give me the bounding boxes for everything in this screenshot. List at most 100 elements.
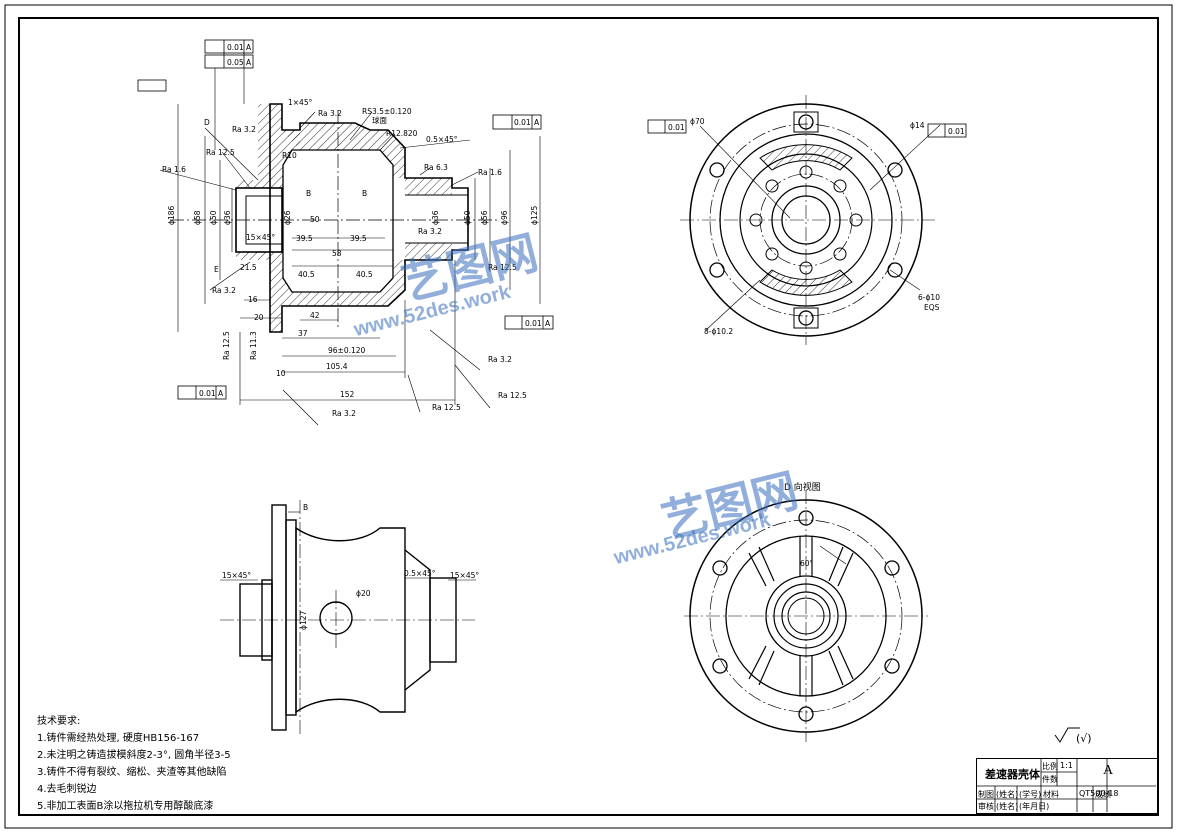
- dim-l42: 42: [310, 311, 320, 320]
- tol-a1: A: [246, 43, 252, 52]
- dim-eqs: EQS: [924, 303, 940, 312]
- dim-d56: ϕ56: [480, 210, 489, 225]
- scale-value: 1:1: [1060, 761, 1073, 770]
- ra32a: Ra 3.2: [232, 125, 256, 134]
- dim-l152: 152: [340, 390, 355, 399]
- ra32f: Ra 3.2: [332, 409, 356, 418]
- label-b2: B: [362, 189, 367, 198]
- part-name: 差速器壳体: [985, 768, 1040, 781]
- tech-item-2: 2.未注明之铸造拔模斜度2-3°, 圆角半径3-5: [37, 750, 231, 761]
- label-d: D: [204, 118, 210, 127]
- label-e: E: [214, 265, 219, 274]
- tb-r2c3: (学号): [1019, 790, 1042, 799]
- dim-l96: 96±0.120: [328, 346, 366, 355]
- section-view: [137, 39, 554, 426]
- tb-r4c4: 成绩: [1095, 790, 1111, 799]
- ra16: Ra 1.6: [162, 165, 186, 174]
- tb-r2c4: 材料: [1043, 790, 1059, 799]
- dim-d186: ϕ186: [167, 206, 176, 225]
- dim-l50: 50: [310, 215, 320, 224]
- chamfer-1: 1×45°: [288, 98, 313, 107]
- dim-l1054: 105.4: [326, 362, 348, 371]
- tb-r3c3: (年月日): [1019, 802, 1050, 811]
- chamfer-15b: 15×45°: [222, 571, 251, 580]
- sphere-label: 球面: [372, 115, 387, 125]
- dim-d50: ϕ50: [209, 210, 218, 225]
- tb-r3c1: 审核: [978, 802, 994, 811]
- tol-cc: 0.01: [514, 118, 531, 127]
- dim-d127: ϕ127: [299, 611, 308, 630]
- title-block: 差速器壳体 比例 1:1 件数 A 制图 (姓名) (学号) 材料 审核 (姓名…: [976, 758, 1158, 814]
- label-b1: B: [306, 189, 311, 198]
- dim-d10: 6-ϕ10: [918, 293, 940, 302]
- ra125a: Ra 12.5: [206, 148, 235, 157]
- radius-r10: R10: [282, 151, 297, 160]
- end-view: [647, 95, 967, 345]
- tech-item-5: 5.非加工表面B涂以拖拉机专用醇酸底漆: [37, 801, 214, 812]
- dim-l16: 16: [248, 295, 258, 304]
- tol-right-a: A: [545, 319, 551, 328]
- dim-l215: 21.5: [240, 263, 257, 272]
- tb-r3c2: (姓名): [996, 802, 1019, 811]
- sphere-radius: RS3.5±0.120: [362, 107, 412, 116]
- roughness-note: (√): [1076, 732, 1092, 745]
- tol-flat: 0.01: [227, 43, 244, 52]
- chamfer-05b: 0.5×45°: [404, 569, 436, 578]
- dim-d125: ϕ125: [530, 206, 539, 225]
- dim-l405a: 40.5: [298, 270, 315, 279]
- ra113: Ra 11.3: [249, 331, 258, 360]
- ra125b: Ra 12.5: [488, 263, 517, 272]
- ra32b: Ra 3.2: [212, 286, 236, 295]
- chamfer-05: 0.5×45°: [426, 135, 458, 144]
- tb-r3c4: QT500-18: [1079, 789, 1119, 798]
- material-grade: A: [1103, 763, 1114, 778]
- tol-a2: A: [246, 58, 252, 67]
- tol-bottom: 0.01: [199, 389, 216, 398]
- dim-d14: ϕ14: [910, 121, 925, 130]
- angle-60: 60°: [800, 559, 814, 568]
- technical-requirements: 技术要求: 1.铸件需经热处理, 硬度HB156-167 2.未注明之铸造拔模斜…: [37, 713, 231, 815]
- tb-r2c2: (姓名): [996, 790, 1019, 799]
- tol-cyl: 0.05: [227, 58, 244, 67]
- dim-d102: 8-ϕ10.2: [704, 327, 733, 336]
- dim-d20: ϕ20: [356, 589, 371, 598]
- dim-d36: ϕ36: [223, 210, 232, 225]
- tech-item-1: 1.铸件需经热处理, 硬度HB156-167: [37, 733, 200, 744]
- tb-r2c1: 制图: [978, 790, 994, 799]
- ra125d: Ra 12.5: [432, 403, 461, 412]
- tech-item-4: 4.去毛刺锐边: [37, 784, 97, 795]
- roughness-symbol: [1054, 727, 1080, 743]
- ra125e: Ra 12.5: [222, 331, 231, 360]
- view-label: D 向视图: [784, 481, 821, 493]
- dim-l58: 58: [332, 249, 342, 258]
- dim-l395a: 39.5: [296, 234, 313, 243]
- dim-l20: 20: [254, 313, 264, 322]
- dim-l405b: 40.5: [356, 270, 373, 279]
- tol-right: 0.01: [525, 319, 542, 328]
- scale-label: 比例: [1042, 762, 1058, 771]
- radius-r820: R12.820: [386, 129, 418, 138]
- title-block-grid: [977, 759, 1156, 812]
- dim-d70: ϕ70: [690, 117, 705, 126]
- ra32c: Ra 3.2: [318, 109, 342, 118]
- qty-label: 件数: [1042, 775, 1058, 784]
- dim-l395b: 39.5: [350, 234, 367, 243]
- front-view: [220, 500, 476, 735]
- dim-d50r: ϕ50: [463, 210, 472, 225]
- dim-d36r: ϕ36: [431, 210, 440, 225]
- tol-pos1: 0.01: [668, 123, 685, 132]
- ra125c: Ra 12.5: [498, 391, 527, 400]
- tol-bottom-a: A: [218, 389, 224, 398]
- tech-heading: 技术要求:: [37, 716, 81, 727]
- ra63: Ra 6.3: [424, 163, 448, 172]
- dim-d58: ϕ58: [193, 210, 202, 225]
- ra32e: Ra 3.2: [488, 355, 512, 364]
- dim-l10: 10: [276, 369, 286, 378]
- tol-cc-a: A: [534, 118, 540, 127]
- d-view: [684, 490, 928, 742]
- dim-l37: 37: [298, 329, 308, 338]
- chamfer-15a: 15×45°: [246, 233, 275, 242]
- chamfer-15c: 15×45°: [450, 571, 479, 580]
- dim-d96: ϕ96: [500, 210, 509, 225]
- ra16b: Ra 1.6: [478, 168, 502, 177]
